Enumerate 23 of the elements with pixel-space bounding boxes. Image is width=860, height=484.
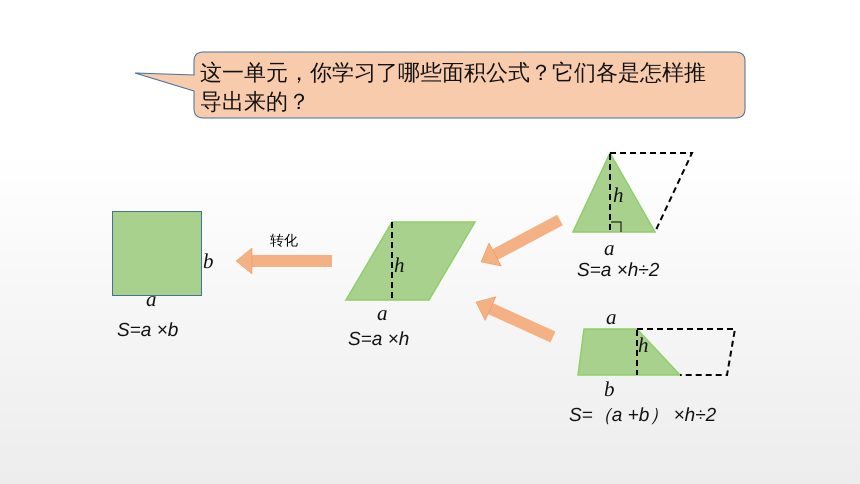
block-arrow	[476, 296, 556, 342]
height-label: h	[638, 334, 648, 356]
area-formula: S=a ×b	[117, 320, 178, 342]
side-label: a	[606, 306, 616, 328]
parallelogram-shape	[346, 222, 476, 301]
side-label: a	[604, 237, 614, 259]
height-label: h	[394, 254, 404, 276]
area-formula: S=（a +b） ×h÷2	[569, 405, 716, 427]
trapezoid-shape	[578, 329, 681, 376]
block-arrow	[480, 214, 563, 266]
block-arrow	[236, 248, 332, 274]
side-label: a	[146, 288, 156, 310]
question-text: 这一单元，你学习了哪些面积公式？它们各是怎样推导出来的？	[200, 59, 707, 116]
side-label: b	[203, 250, 214, 272]
height-label: h	[613, 184, 624, 206]
edge-label: 转化	[268, 231, 300, 249]
speech-bubble	[134, 51, 746, 119]
side-label: b	[604, 378, 614, 400]
area-formula: S=a ×h÷2	[577, 260, 660, 282]
triangle-shape	[573, 153, 656, 233]
square-shape	[112, 211, 202, 296]
area-formula: S=a ×h	[348, 329, 410, 351]
side-label: a	[377, 302, 388, 324]
